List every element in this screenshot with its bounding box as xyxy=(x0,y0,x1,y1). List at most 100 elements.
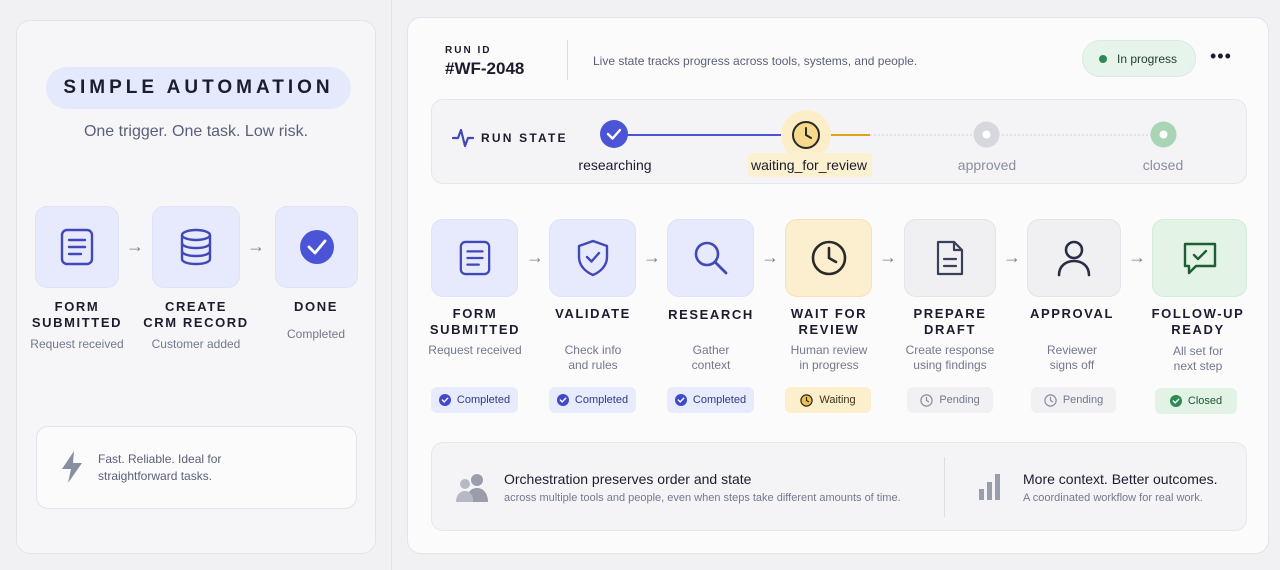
check-circle-icon xyxy=(674,394,687,406)
step-sub: Check info and rules xyxy=(564,343,622,372)
left-footnote-text: Fast. Reliable. Ideal for straightforwar… xyxy=(98,452,222,483)
header-description: Live state tracks progress across tools,… xyxy=(593,54,918,68)
status-badge-completed: Completed xyxy=(431,387,518,413)
orchestration-info-card xyxy=(431,442,1247,531)
status-badge-completed: Completed xyxy=(549,387,636,413)
run-state-node-researching: researching xyxy=(578,157,652,173)
status-badge-waiting: Waiting xyxy=(785,387,871,413)
arrow-icon: → xyxy=(1003,247,1021,267)
run-id-label: RUN ID xyxy=(445,45,492,56)
arrow-icon: → xyxy=(247,236,265,256)
left-step-sub: Completed xyxy=(286,327,346,341)
waiting-label-highlight xyxy=(748,153,872,177)
bar-chart-icon xyxy=(979,474,1000,500)
orchestration-title: Orchestration preserves order and state xyxy=(504,471,752,487)
step-title: APPROVAL xyxy=(1029,306,1115,321)
document-icon xyxy=(459,240,490,276)
step-title: WAIT FOR REVIEW xyxy=(790,306,868,337)
badge-label: Waiting xyxy=(819,394,856,406)
status-badge[interactable]: In progress xyxy=(1082,40,1196,77)
arrow-icon: → xyxy=(526,247,544,267)
arrow-icon: → xyxy=(1128,247,1146,267)
step-approval[interactable] xyxy=(1027,219,1121,297)
left-step-title: DONE xyxy=(294,299,338,314)
run-state-node-waiting: waiting_for_review xyxy=(751,157,867,173)
check-circle-icon xyxy=(299,230,334,264)
step-title: FOLLOW-UP READY xyxy=(1151,306,1245,337)
badge-label: Completed xyxy=(456,394,511,406)
step-sub: Human review in progress xyxy=(790,343,868,372)
status-badge-closed: Closed xyxy=(1155,388,1237,414)
status-dot-icon xyxy=(1099,54,1107,63)
step-sub: Reviewer signs off xyxy=(1046,343,1097,372)
badge-label: Closed xyxy=(1187,395,1223,407)
step-prepare-draft[interactable] xyxy=(904,219,996,297)
left-footnote-card xyxy=(36,426,357,509)
step-title: VALIDATE xyxy=(555,306,631,321)
run-state-node-closed: closed xyxy=(1142,157,1184,173)
activity-icon xyxy=(452,128,474,148)
left-step-title: CREATE CRM RECORD xyxy=(143,299,249,330)
approved-node-icon xyxy=(973,121,1000,148)
step-validate[interactable] xyxy=(549,219,636,297)
context-subtitle: A coordinated workflow for real work. xyxy=(1023,492,1203,504)
badge-label: Pending xyxy=(1062,394,1104,406)
check-circle-icon xyxy=(1169,395,1182,407)
run-id: #WF-2048 xyxy=(445,59,525,78)
clock-icon xyxy=(811,240,846,276)
step-wait-for-review[interactable] xyxy=(785,219,872,297)
arrow-icon: → xyxy=(643,247,661,267)
simple-automation-subtitle: One trigger. One task. Low risk. xyxy=(83,123,309,140)
closed-node-icon xyxy=(1150,121,1177,148)
step-form-submitted[interactable] xyxy=(431,219,518,297)
more-options-button[interactable]: ••• xyxy=(1210,46,1232,66)
arrow-icon: → xyxy=(761,247,779,267)
badge-label: Pending xyxy=(939,394,980,406)
researching-check-icon xyxy=(600,120,628,148)
lightning-icon xyxy=(62,451,82,483)
header-divider xyxy=(567,40,568,80)
arrow-icon: → xyxy=(879,247,897,267)
step-research[interactable] xyxy=(667,219,754,297)
simple-automation-title: SIMPLE AUTOMATION xyxy=(46,67,351,109)
user-icon xyxy=(1057,240,1091,277)
left-step-sub: Request received xyxy=(30,337,124,351)
search-icon xyxy=(694,241,727,275)
step-sub: Request received xyxy=(428,343,522,357)
left-step-title: FORM SUBMITTED xyxy=(31,299,123,330)
step-title: RESEARCH xyxy=(668,307,754,322)
context-title: More context. Better outcomes. xyxy=(1023,471,1218,487)
left-step-sub: Customer added xyxy=(151,337,241,351)
info-divider xyxy=(944,457,945,517)
document-icon xyxy=(60,228,94,266)
badge-label: Completed xyxy=(692,394,747,406)
panel-divider xyxy=(391,0,392,570)
message-check-icon xyxy=(1183,242,1216,275)
left-step-create-crm xyxy=(152,206,240,288)
run-state-node-approved: approved xyxy=(957,157,1017,173)
clock-icon xyxy=(800,393,814,407)
check-circle-icon xyxy=(556,394,569,406)
database-icon xyxy=(180,228,212,266)
run-state-progress-line xyxy=(614,134,1152,136)
clock-icon xyxy=(920,393,934,407)
step-title: PREPARE DRAFT xyxy=(913,306,987,337)
status-badge-pending: Pending xyxy=(907,387,993,413)
waiting-clock-icon xyxy=(792,121,820,149)
shield-check-icon xyxy=(577,239,608,277)
step-follow-up-ready[interactable] xyxy=(1152,219,1247,297)
people-icon xyxy=(456,474,488,502)
status-badge-pending: Pending xyxy=(1031,387,1116,413)
badge-label: Completed xyxy=(574,394,629,406)
clock-icon xyxy=(1044,393,1057,407)
step-sub: Gather context xyxy=(691,343,731,372)
file-text-icon xyxy=(936,240,964,276)
arrow-icon: → xyxy=(126,236,144,256)
run-state-label: RUN STATE xyxy=(481,131,568,145)
left-step-done xyxy=(275,206,358,288)
check-circle-icon xyxy=(438,394,451,406)
left-step-form-submitted xyxy=(35,206,119,288)
step-title: FORM SUBMITTED xyxy=(429,306,521,337)
status-badge-completed: Completed xyxy=(667,387,754,413)
orchestration-subtitle: across multiple tools and people, even w… xyxy=(504,492,901,504)
